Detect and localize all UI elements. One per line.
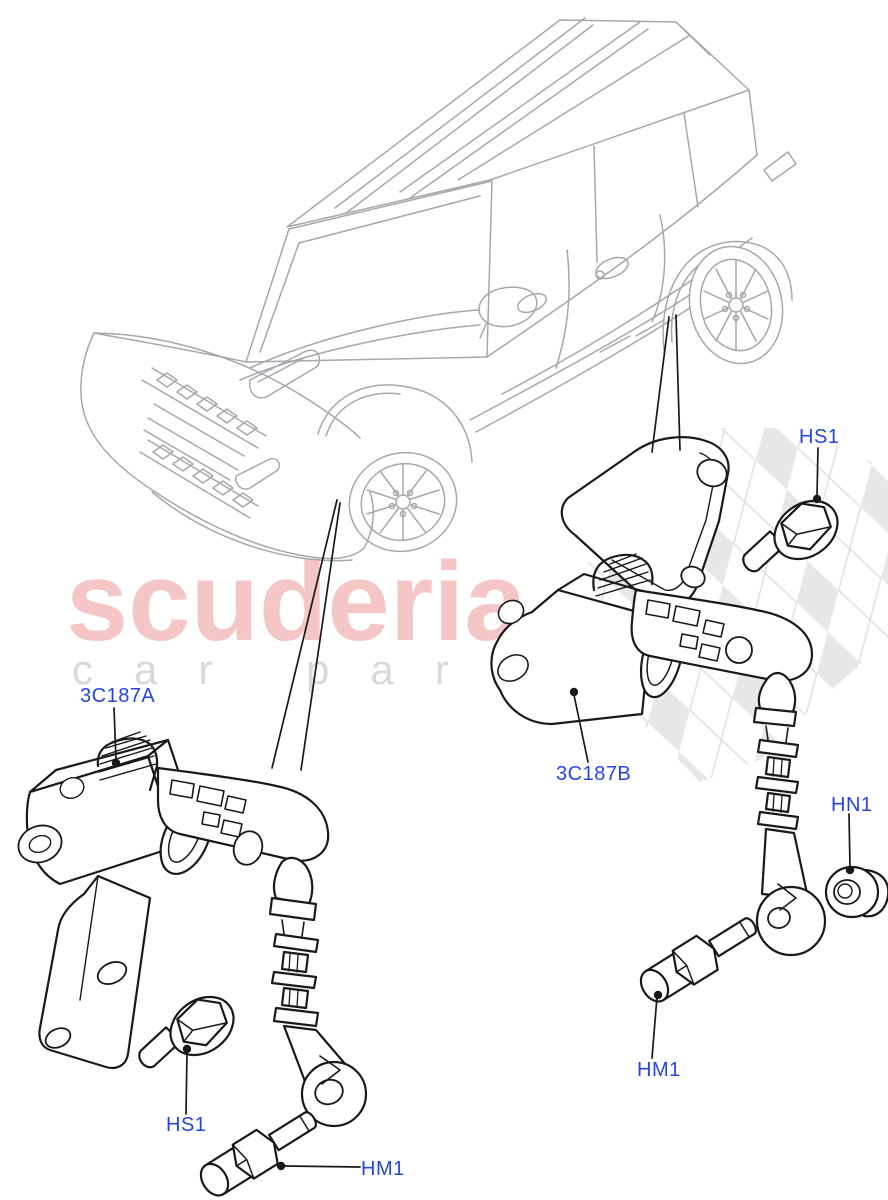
leader-car-rear-sensor — [651, 314, 681, 453]
leader-lines — [113, 314, 851, 1168]
flanged-screw-hs1-top — [742, 499, 839, 573]
car-windshield — [245, 180, 493, 363]
bolt-hm1-right — [639, 917, 757, 1003]
leader-dots — [111, 494, 855, 1171]
leader-hm1-bottom — [284, 1165, 361, 1168]
front-height-sensor-assembly — [17, 731, 368, 1128]
flanged-screw-hs1-left — [138, 995, 235, 1069]
leader-hn1 — [848, 813, 851, 868]
rear-sensor-link — [757, 671, 797, 716]
front-sensor-link — [272, 856, 314, 908]
callout-hm1-right: HM1 — [637, 1059, 681, 1081]
car-roof — [286, 19, 750, 228]
callout-hn1: HN1 — [831, 794, 873, 816]
car-foglamp — [234, 458, 280, 490]
callout-hm1-bottom: HM1 — [361, 1158, 405, 1180]
rear-height-sensor-assembly — [490, 436, 827, 957]
callout-3c187b: 3C187B — [556, 763, 632, 785]
front-sensor-bracket — [38, 874, 152, 1070]
watermark-brand-text: scuderia — [66, 539, 527, 664]
car-mirror — [478, 286, 538, 339]
car-front-wheel — [348, 451, 458, 553]
car-beltline — [486, 154, 758, 358]
callout-hs1-left: HS1 — [166, 1114, 207, 1136]
leader-3c187a — [113, 707, 117, 761]
leader-hs1-top — [816, 447, 819, 497]
bolt-hm1-bottom — [199, 1111, 317, 1197]
car-rear-wheel — [688, 245, 784, 365]
rear-sensor-body — [490, 588, 654, 726]
car-bumper — [80, 332, 365, 560]
leader-hm1-right — [651, 996, 658, 1059]
leader-hs1-left — [185, 1051, 188, 1115]
flanged-nut-hn1 — [824, 865, 888, 919]
callout-hs1-top: HS1 — [799, 426, 840, 448]
car-headlight — [248, 349, 320, 399]
vehicle-illustration — [80, 17, 797, 562]
leader-car-front-sensor — [271, 499, 341, 771]
leader-3c187b — [573, 694, 589, 763]
callout-3c187a: 3C187A — [80, 685, 156, 707]
rear-sensor-link-eye — [755, 885, 827, 957]
